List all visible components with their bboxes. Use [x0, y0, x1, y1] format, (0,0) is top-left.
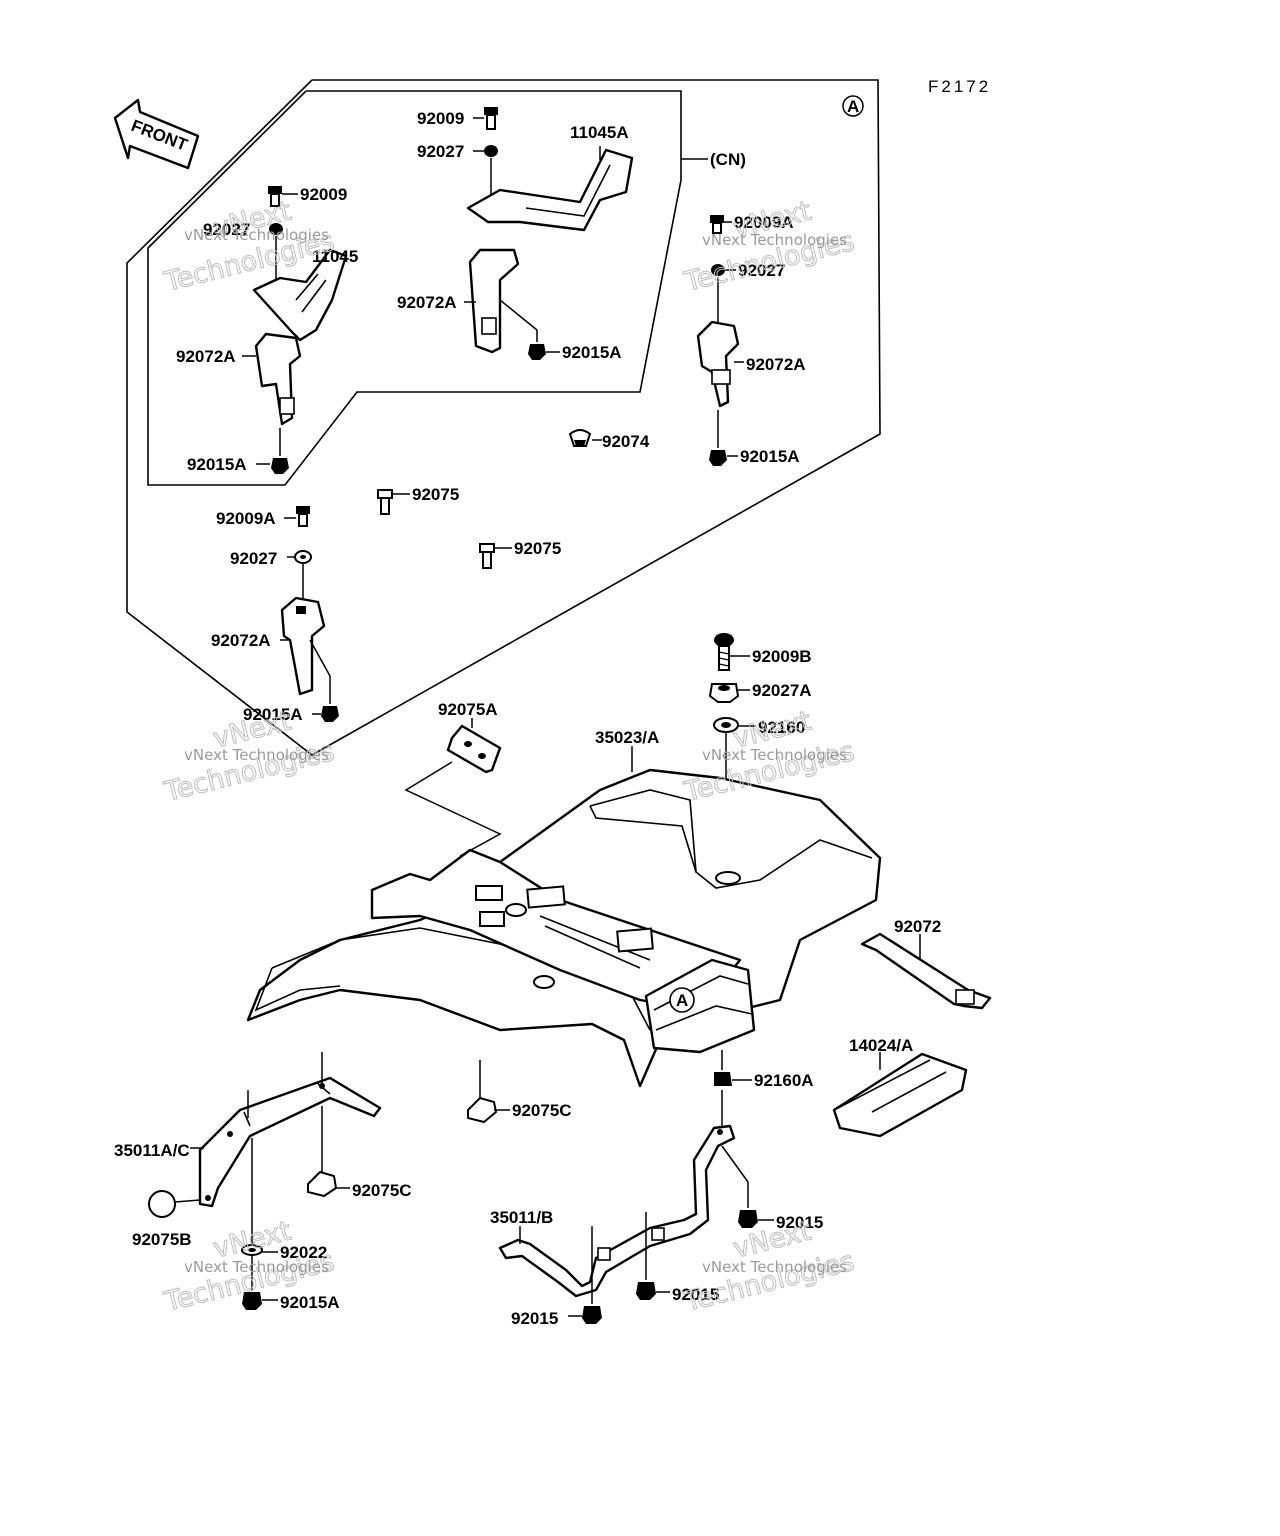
label-92074: 92074 — [602, 432, 650, 451]
washer-92160 — [713, 717, 739, 733]
nut-92015A-right — [709, 450, 727, 466]
washer-92022 — [241, 1244, 263, 1256]
label-92027-low: 92027 — [230, 549, 277, 568]
nut-92015-b — [582, 1306, 602, 1324]
label-92072A-low: 92072A — [211, 631, 271, 650]
label-92160: 92160 — [758, 718, 805, 737]
label-92009A-right: 92009A — [734, 213, 794, 232]
label-92027-right: 92027 — [738, 261, 785, 280]
stay-35011B — [498, 1124, 736, 1298]
stay-35011AC — [198, 1076, 382, 1208]
label-92072A-left: 92072A — [176, 347, 236, 366]
label-92075C-left: 92075C — [352, 1181, 412, 1200]
label-92075-a: 92075 — [412, 485, 459, 504]
label-92009B: 92009B — [752, 647, 812, 666]
figure-code: F2172 — [928, 77, 991, 96]
watermark-3-text: vNext Technologies — [184, 746, 329, 764]
pin-92075-a — [377, 489, 393, 515]
label-92015-m: 92015 — [672, 1285, 719, 1304]
callout-a-top: A — [842, 95, 864, 117]
label-11045: 11045 — [312, 247, 358, 266]
label-92075A: 92075A — [438, 700, 498, 719]
washer-92027-left — [269, 223, 283, 235]
nut-92015A-bottom — [242, 1292, 262, 1310]
label-92075B: 92075B — [132, 1230, 192, 1249]
front-arrow-icon: FRONT — [113, 98, 200, 170]
nut-92015A-mid — [528, 344, 546, 360]
bolt-92009A-low — [296, 506, 310, 527]
strap-92072A-mid — [468, 248, 520, 354]
clip-92075C-left — [307, 1170, 338, 1198]
washer-92027-low — [294, 550, 312, 564]
label-92009A-low: 92009A — [216, 509, 276, 528]
label-92027-left: 92027 — [203, 220, 250, 239]
nut-92015-m — [636, 1282, 656, 1300]
label-92015-r: 92015 — [776, 1213, 823, 1232]
label-92015A-low: 92015A — [243, 705, 303, 724]
label-92075C-mid: 92075C — [512, 1101, 572, 1120]
bolt-92009B — [714, 633, 734, 671]
bolt-92009-left — [268, 186, 282, 207]
clip-92075C-mid — [467, 1096, 498, 1124]
nut-92015-r — [738, 1210, 758, 1228]
label-92015A-left: 92015A — [187, 455, 247, 474]
pad-14024A — [832, 1052, 968, 1138]
bolt-92009-top — [484, 107, 498, 130]
label-92015A-mid: 92015A — [562, 343, 622, 362]
detail-boundary — [126, 79, 881, 756]
strap-92072A-right — [696, 320, 740, 408]
label-92072A-right: 92072A — [746, 355, 806, 374]
label-35011B: 35011/B — [490, 1208, 553, 1227]
rear-fender-35023A: A — [246, 768, 882, 1088]
label-92072: 92072 — [894, 917, 941, 936]
watermark-4-text: vNext Technologies — [702, 746, 847, 764]
watermark-1-text: vNext Technologies — [184, 226, 329, 244]
label-92027A: 92027A — [752, 681, 812, 700]
cap-92075B — [148, 1190, 176, 1218]
watermark-5-text: vNext Technologies — [184, 1258, 329, 1276]
plug-92074 — [568, 429, 592, 447]
nut-92015A-low — [321, 706, 339, 722]
label-92072A-mid: 92072A — [397, 293, 457, 312]
label-92022: 92022 — [280, 1243, 327, 1262]
grommet-92160A — [714, 1072, 732, 1086]
washer-92027-top — [484, 145, 498, 157]
washer-92027A — [708, 683, 740, 703]
label-92160A: 92160A — [754, 1071, 814, 1090]
strap-92072 — [860, 932, 992, 1010]
washer-92027-right — [711, 264, 725, 276]
cn-label: (CN) — [710, 150, 746, 169]
watermark-6-text: vNext Technologies — [702, 1258, 847, 1276]
bolt-92009A-right — [710, 215, 724, 234]
cn-region-boundary — [147, 90, 682, 486]
label-35023A: 35023/A — [595, 728, 659, 747]
nut-92015A-left — [271, 458, 289, 474]
label-14024A: 14024/A — [849, 1036, 913, 1055]
label-92075-b: 92075 — [514, 539, 561, 558]
label-92009-left: 92009 — [300, 185, 347, 204]
watermark-2-text: vNext Technologies — [702, 231, 847, 249]
label-92009-top: 92009 — [417, 109, 464, 128]
label-92015A-right: 92015A — [740, 447, 800, 466]
strap-92072A-low — [280, 596, 326, 696]
label-35011AC: 35011A/C — [114, 1141, 190, 1160]
label-92015A-bottom: 92015A — [280, 1293, 340, 1312]
label-92015-b: 92015 — [511, 1309, 558, 1328]
clip-92075A — [446, 724, 502, 774]
callout-a-box: A — [676, 991, 688, 1010]
label-92027-top: 92027 — [417, 142, 464, 161]
pin-92075-b — [479, 543, 495, 569]
svg-text:A: A — [847, 97, 859, 116]
bracket-11045A — [466, 148, 634, 232]
label-11045A: 11045A — [570, 123, 629, 142]
